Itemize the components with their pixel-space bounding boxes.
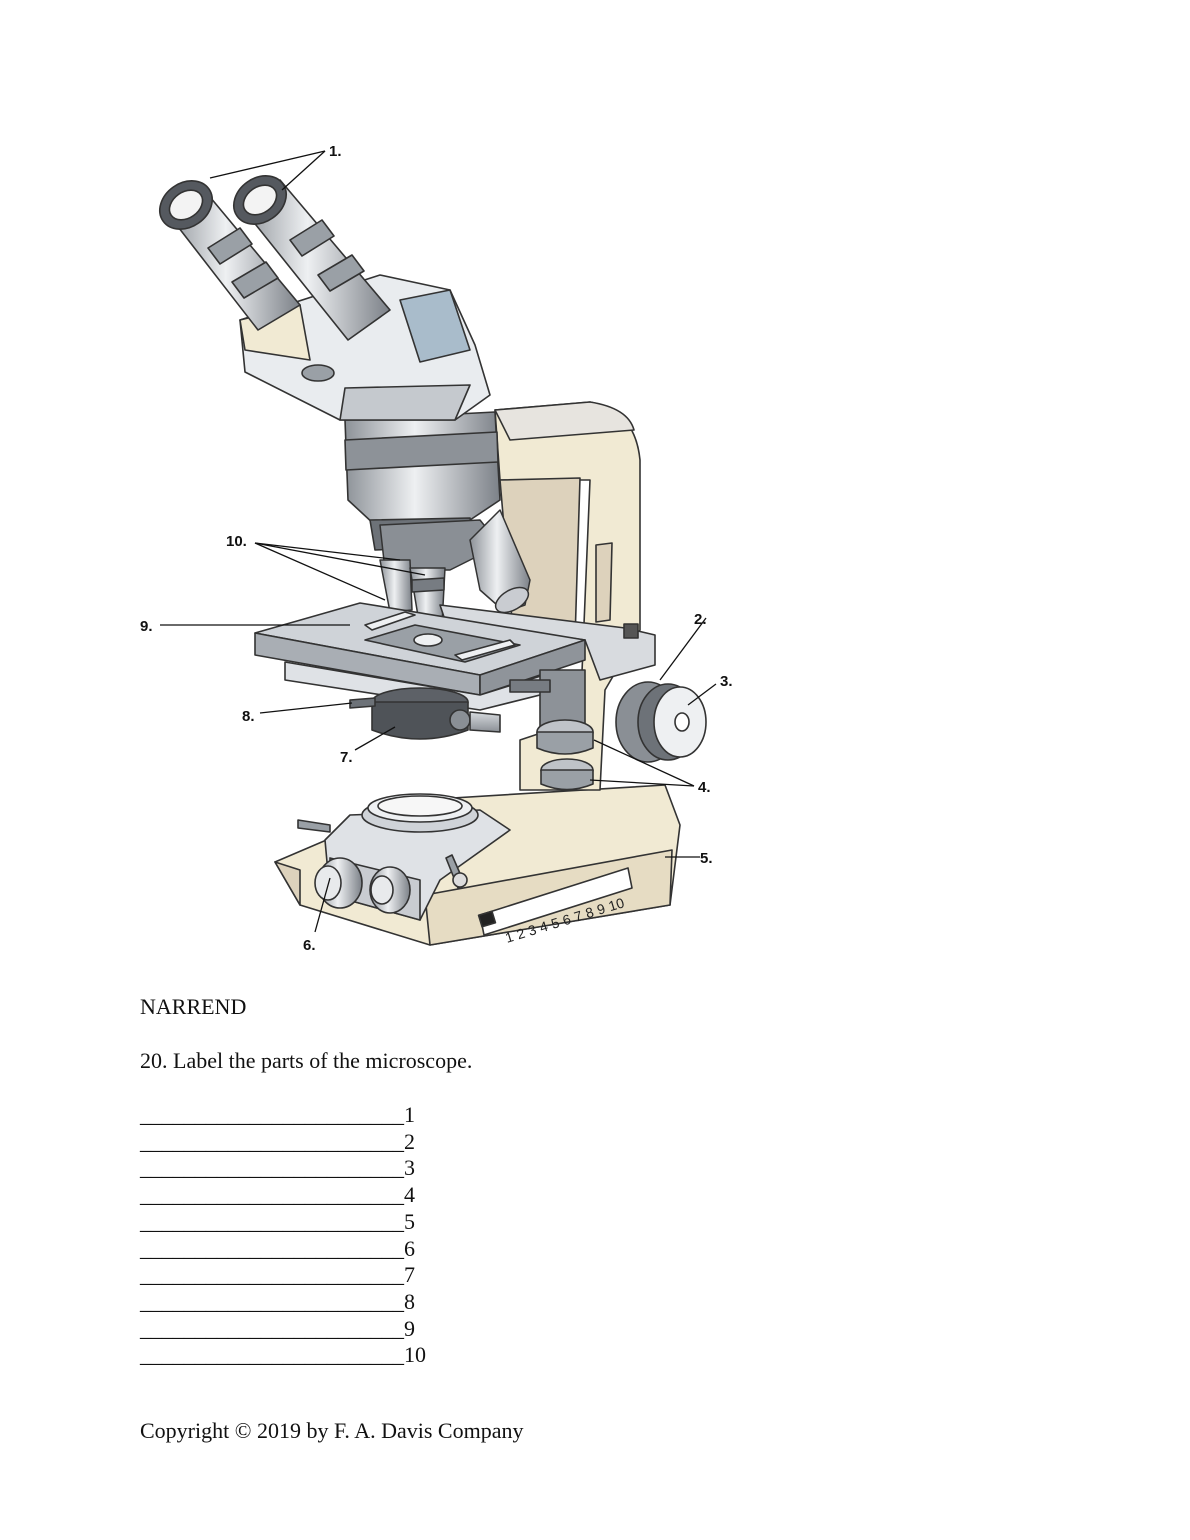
answer-number: 2 — [404, 1128, 415, 1154]
objectives — [379, 509, 531, 641]
narr-end-label: NARREND — [140, 994, 247, 1019]
answer-number: 5 — [404, 1208, 415, 1234]
answer-blank[interactable]: ________________________ — [140, 1155, 404, 1181]
callout-2: 2. — [694, 611, 707, 628]
scale-number: 10 — [606, 894, 626, 914]
answer-blank[interactable]: ________________________ — [140, 1235, 404, 1261]
answer-blank[interactable]: ________________________ — [140, 1342, 404, 1368]
answer-number: 10 — [404, 1342, 426, 1368]
answer-blank[interactable]: ________________________ — [140, 1288, 404, 1314]
answer-line-3[interactable]: ________________________3 — [140, 1155, 426, 1182]
answer-blank[interactable]: ________________________ — [140, 1128, 404, 1154]
microscope-diagram: 1. 2. 3. 4. 5. 6. 7. 8. 9. 10. 1 2 3 4 5… — [140, 143, 733, 954]
answer-line-6[interactable]: ________________________6 — [140, 1236, 426, 1263]
answer-number: 1 — [404, 1102, 415, 1127]
callout-7: 7. — [340, 749, 353, 766]
microscope-head — [159, 175, 501, 551]
answer-blank[interactable]: ________________________ — [140, 1262, 404, 1288]
answer-lines: ________________________1 ______________… — [140, 1102, 426, 1369]
callout-10: 10. — [226, 533, 247, 550]
leader-lines — [160, 150, 717, 933]
copyright-notice: Copyright © 2019 by F. A. Davis Company — [140, 1418, 524, 1443]
answer-number: 9 — [404, 1315, 415, 1341]
answer-blank[interactable]: ________________________ — [140, 1182, 404, 1208]
answer-number: 4 — [404, 1182, 415, 1208]
answer-number: 8 — [404, 1288, 415, 1314]
answer-line-2[interactable]: ________________________2 — [140, 1129, 426, 1156]
answer-line-5[interactable]: ________________________5 — [140, 1209, 426, 1236]
answer-line-4[interactable]: ________________________4 — [140, 1182, 426, 1209]
microscope-stage — [254, 602, 707, 791]
callout-6: 6. — [303, 937, 316, 954]
callout-5: 5. — [700, 850, 713, 867]
answer-line-9[interactable]: ________________________9 — [140, 1316, 426, 1343]
answer-number: 7 — [404, 1262, 415, 1288]
answer-number: 3 — [404, 1155, 415, 1181]
answer-blank[interactable]: ________________________ — [140, 1102, 404, 1127]
callout-9: 9. — [140, 618, 153, 635]
callout-8: 8. — [242, 708, 255, 725]
answer-line-10[interactable]: ________________________10 — [140, 1342, 426, 1369]
answer-line-1[interactable]: ________________________1 — [140, 1102, 426, 1129]
answer-line-7[interactable]: ________________________7 — [140, 1262, 426, 1289]
callout-1: 1. — [329, 143, 342, 160]
answer-blank[interactable]: ________________________ — [140, 1315, 404, 1341]
answer-line-8[interactable]: ________________________8 — [140, 1289, 426, 1316]
answer-number: 6 — [404, 1235, 415, 1261]
question-text: 20. Label the parts of the microscope. — [140, 1048, 473, 1073]
callout-4: 4. — [698, 779, 711, 796]
microscope-base — [274, 784, 681, 946]
callout-3: 3. — [720, 673, 733, 690]
answer-blank[interactable]: ________________________ — [140, 1208, 404, 1234]
